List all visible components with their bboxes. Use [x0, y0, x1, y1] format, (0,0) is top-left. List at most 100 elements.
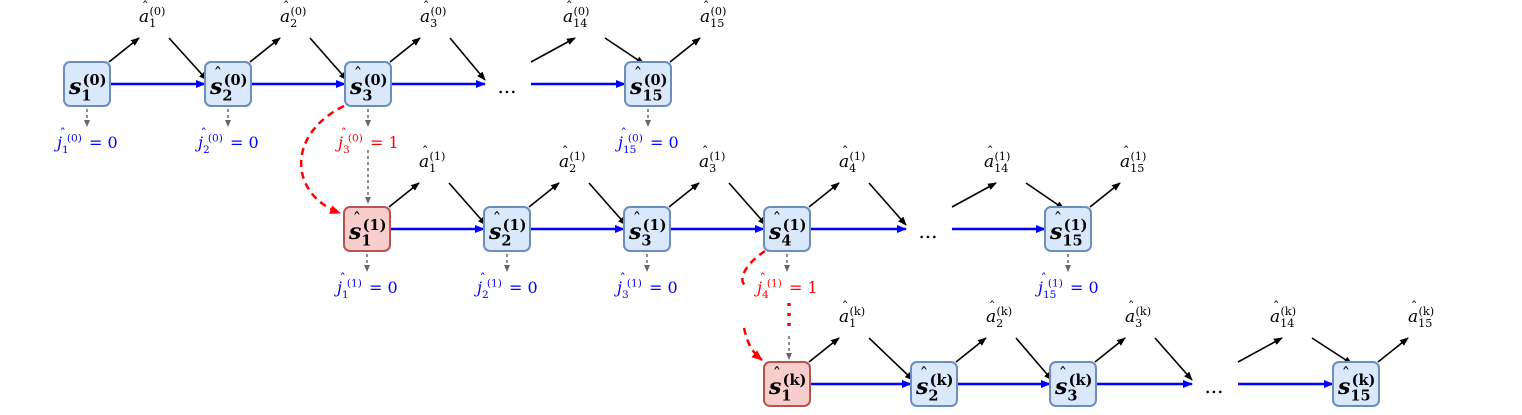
state-label-text: s4	[768, 219, 792, 250]
action-label-sub: 14	[1280, 317, 1294, 330]
state-label-sup: (k)	[783, 372, 807, 389]
action-label: a1ˆ(k)	[839, 299, 865, 330]
action-arrow	[868, 182, 907, 226]
state-label-sup: (1)	[783, 217, 807, 234]
judge-value: = 0	[369, 278, 398, 297]
state-label-text: s15	[1049, 219, 1083, 250]
judge-value: = 1	[789, 278, 818, 297]
state-label: s2 ˆ(1)	[488, 209, 526, 249]
state-label-hat: ˆ	[214, 64, 223, 85]
judge-label-base: j	[1035, 278, 1043, 297]
action-label-text: a2	[986, 307, 1003, 330]
action-label-hat: ˆ	[1123, 144, 1130, 160]
judge-label-base: j	[474, 278, 482, 297]
judge-label-sub: 1	[342, 289, 349, 301]
state-label-base: s	[209, 74, 222, 100]
action-label: a3ˆ(0)	[420, 0, 446, 30]
action-label-base: a	[700, 7, 710, 27]
judge-label-sup: (1)	[487, 277, 502, 289]
judge-label-base: j	[54, 133, 62, 152]
judge-label-sub: 2	[203, 144, 210, 156]
state-label-base: s	[348, 219, 361, 245]
action-label: a2ˆ(1)	[559, 144, 585, 175]
action-label: a2ˆ(0)	[280, 0, 306, 30]
state-label-hat: ˆ	[773, 209, 782, 230]
judge-label-text: j1	[334, 278, 349, 301]
state-label-base: s	[1337, 374, 1350, 400]
action-arrow	[955, 337, 987, 363]
state-label-base: s	[488, 219, 501, 245]
action-label-sup: (1)	[570, 150, 586, 163]
state-label: s4ˆ(1)	[768, 209, 806, 249]
judge-label-sub: 3	[343, 144, 350, 156]
action-label-sub: 2	[290, 17, 297, 30]
reset-state-node	[763, 361, 811, 407]
judge-label-base: j	[615, 133, 623, 152]
action-label-hat: ˆ	[283, 0, 290, 15]
action-label-base: a	[839, 307, 849, 327]
state-label-sup: (1)	[503, 217, 527, 234]
action-label-sup: (0)	[574, 5, 590, 18]
action-arrow	[1377, 337, 1409, 363]
action-arrow	[309, 37, 348, 81]
state-label-sub: 2	[501, 233, 511, 250]
state-label-sub: 15	[1350, 388, 1370, 405]
judge-label: j3ˆ(1)	[614, 272, 642, 301]
judge-value: = 1	[370, 133, 399, 152]
action-label-sup: (k)	[1136, 305, 1152, 318]
state-label-base: s	[768, 374, 781, 400]
judge-label: j1ˆ(0)	[54, 127, 82, 156]
state-label-hat: ˆ	[353, 209, 362, 230]
action-arrow	[951, 182, 997, 208]
action-label-sup: (0)	[291, 5, 307, 18]
action-label-text: a4	[839, 152, 856, 175]
state-label-sup: (k)	[930, 372, 954, 389]
judge-label: j2ˆ(1)	[474, 272, 502, 301]
action-label-sup: (0)	[150, 5, 166, 18]
action-label-base: a	[1408, 307, 1418, 327]
action-label-base: a	[139, 7, 149, 27]
state-label-hat: ˆ	[493, 209, 502, 230]
state-label-sub: 3	[1067, 388, 1077, 405]
state-label: s1(0)	[68, 72, 106, 105]
action-label-sub: 2	[569, 162, 576, 175]
state-label-hat: ˆ	[633, 209, 642, 230]
action-label-sub: 15	[710, 17, 724, 30]
action-label-hat: ˆ	[566, 0, 573, 15]
state-label-sub: 3	[362, 88, 372, 105]
state-label-sub: 1	[81, 88, 91, 105]
action-label-sup: (0)	[431, 5, 447, 18]
action-label-sub: 1	[429, 162, 436, 175]
state-label: s1ˆ(1)	[348, 209, 386, 249]
judge-label-text: j4	[754, 278, 769, 301]
state-label-base: s	[1049, 219, 1062, 245]
action-label-base: a	[280, 7, 290, 27]
state-label-text: s2	[209, 74, 233, 105]
judge-value: = 0	[1070, 278, 1099, 297]
state-label-sub: 4	[781, 233, 791, 250]
action-label-text: a15	[1120, 152, 1144, 175]
state-label-text: s15	[629, 74, 663, 105]
action-label-sup: (1)	[850, 150, 866, 163]
state-label: s2ˆ(0)	[209, 64, 247, 104]
action-label-base: a	[1125, 307, 1135, 327]
action-label-base: a	[420, 7, 430, 27]
judge-label: j2ˆ(0)	[195, 127, 223, 156]
ellipsis: ...	[1204, 374, 1223, 398]
state-label-text: s15	[1337, 374, 1371, 405]
action-arrow	[1311, 337, 1353, 365]
state-label-hat: ˆ	[1059, 364, 1068, 385]
state-node	[1049, 361, 1097, 407]
action-arrow	[530, 37, 576, 63]
action-arrow	[808, 182, 840, 208]
action-label-hat: ˆ	[842, 144, 849, 160]
judge-label-hat: ˆ	[340, 272, 346, 287]
action-label-sup: (k)	[1281, 305, 1297, 318]
judge-label-hat: ˆ	[60, 127, 66, 142]
action-label-sub: 3	[430, 17, 437, 30]
judge-label-hat: ˆ	[760, 272, 766, 287]
state-label-hat: ˆ	[920, 364, 929, 385]
